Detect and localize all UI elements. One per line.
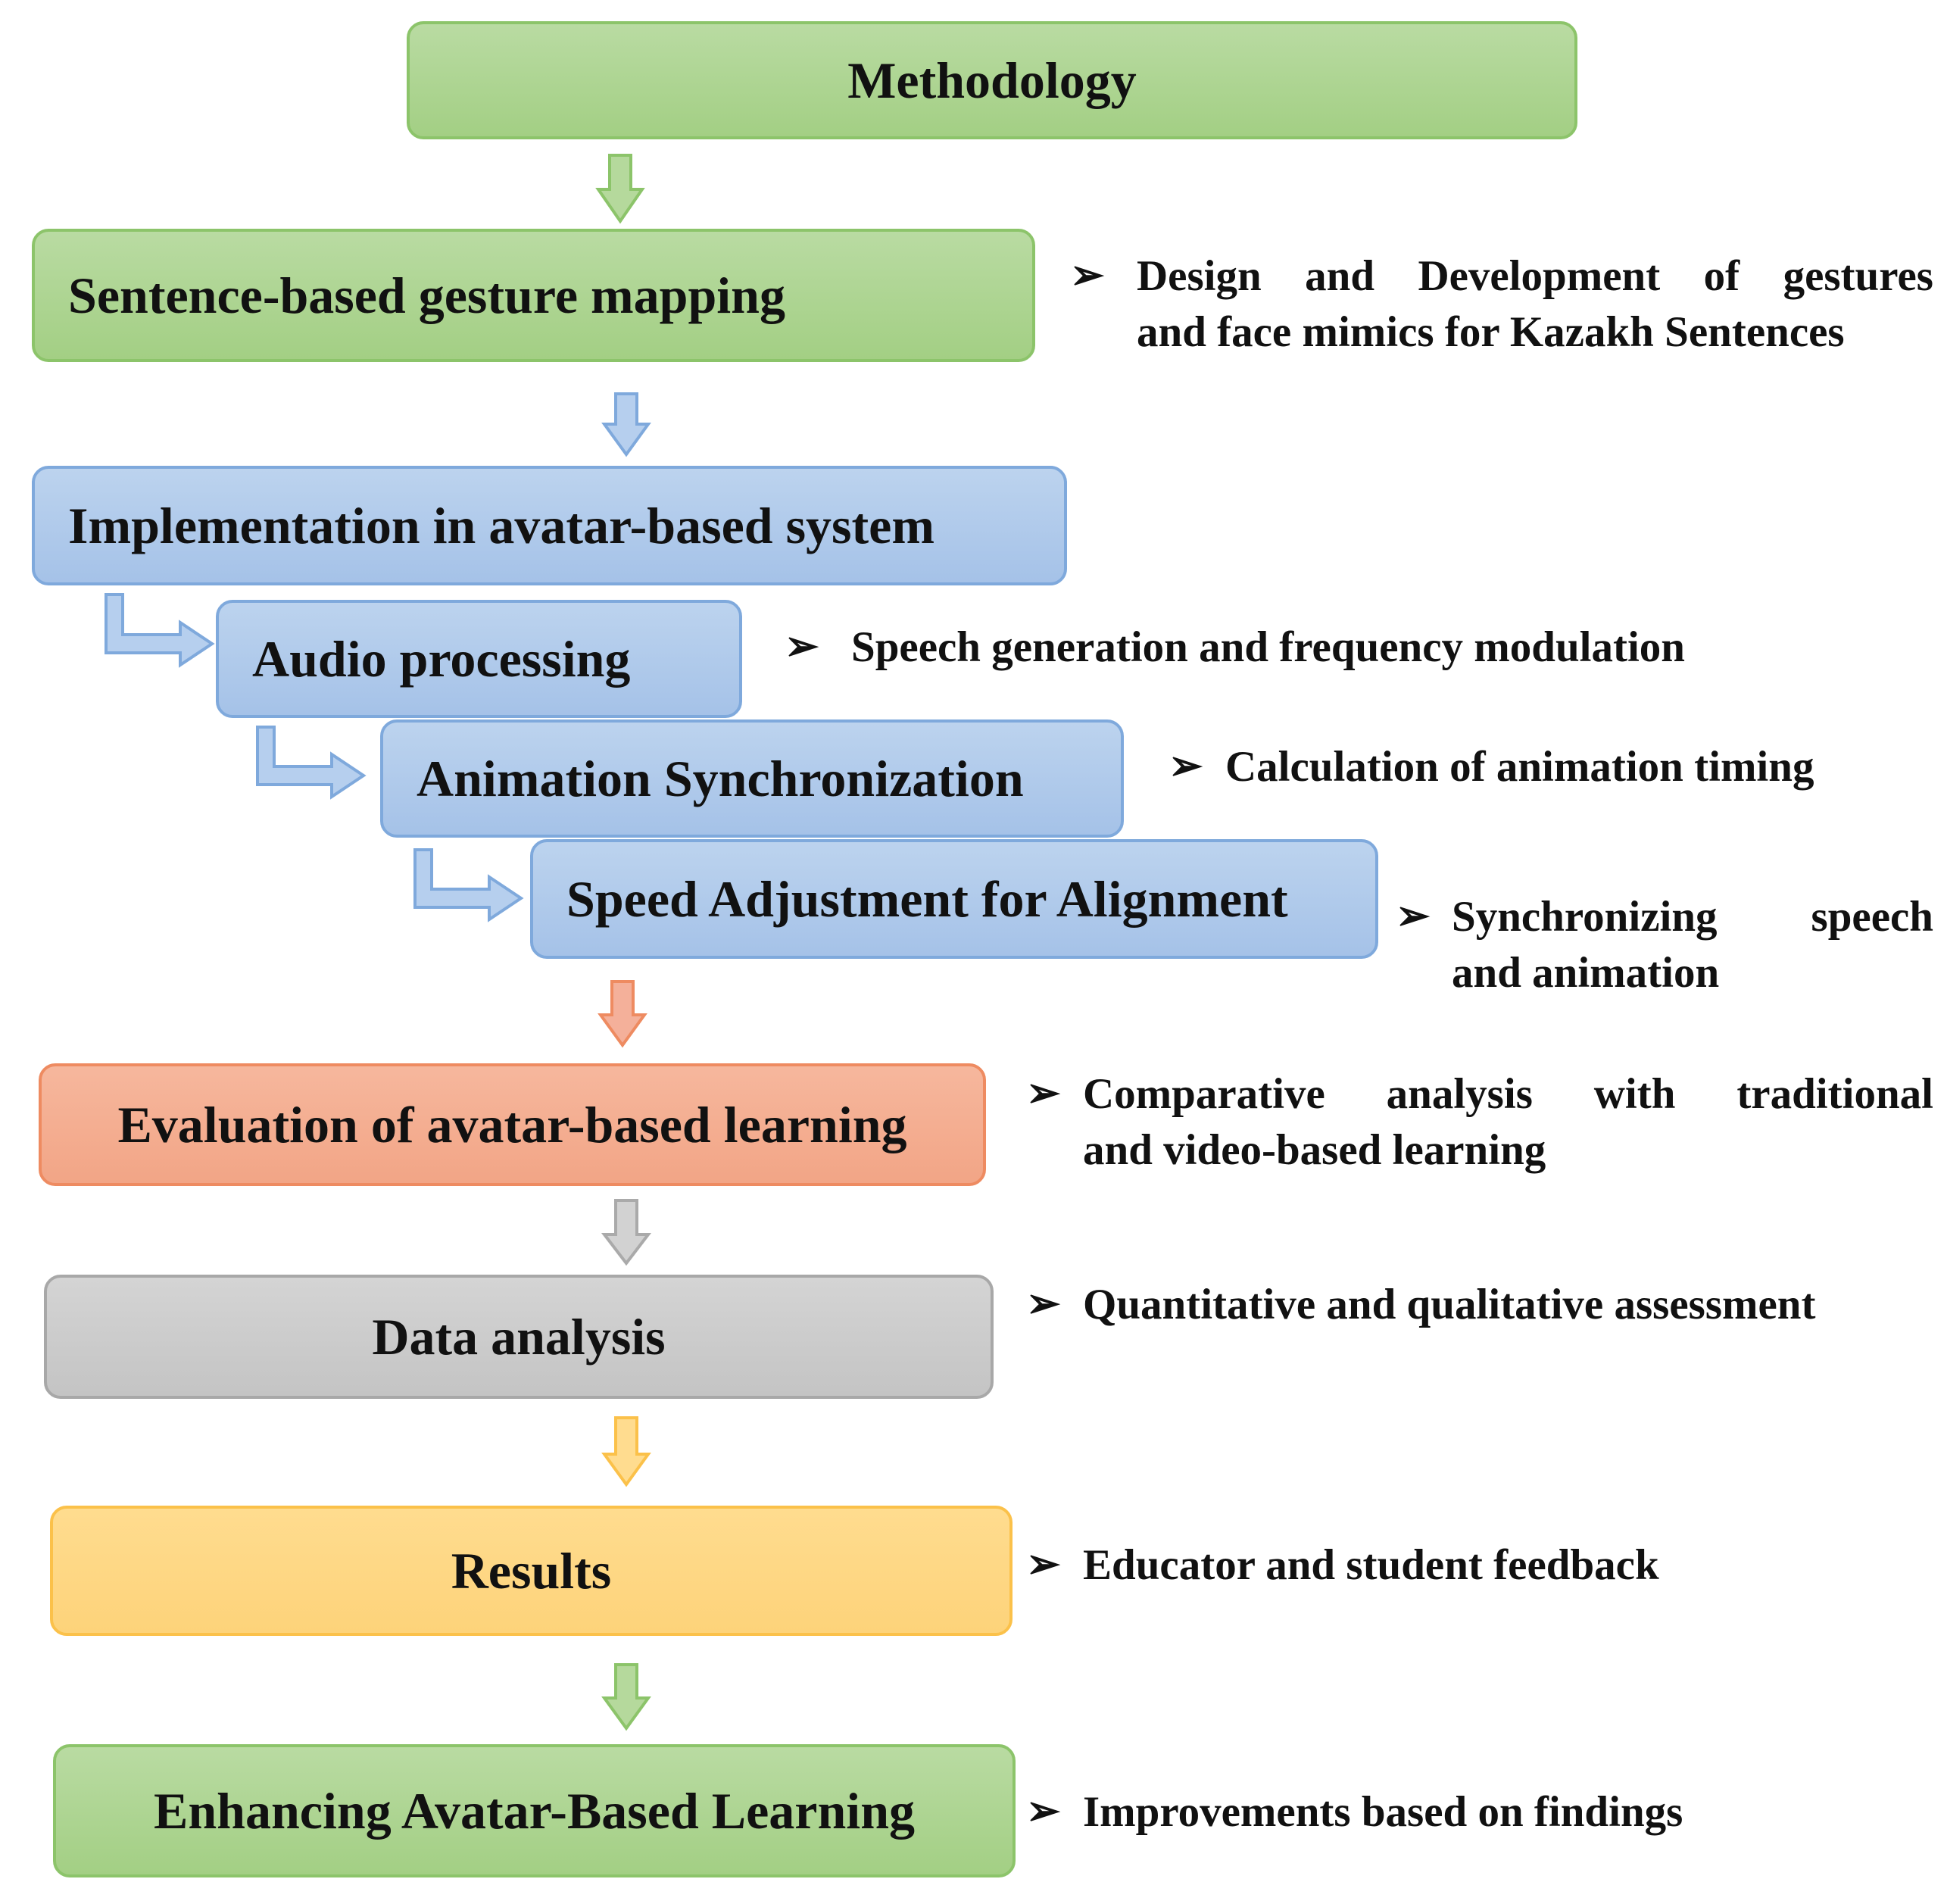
down-arrow-icon bbox=[601, 1663, 651, 1731]
box-audio-processing: Audio processing bbox=[216, 600, 742, 718]
note-line: Comparative analysis with traditional bbox=[1083, 1070, 1933, 1118]
box-speed-adjustment: Speed Adjustment for Alignment bbox=[530, 839, 1378, 959]
elbow-arrow-icon bbox=[105, 593, 215, 668]
down-arrow-icon bbox=[601, 1416, 651, 1487]
box-enhancing: Enhancing Avatar-Based Learning bbox=[53, 1744, 1016, 1877]
note-line: and video-based learning bbox=[1083, 1126, 1546, 1175]
note-speed: ➢ Synchronizing speech and animation bbox=[1396, 889, 1933, 1001]
box-results: Results bbox=[50, 1506, 1013, 1636]
bullet-arrow-icon: ➢ bbox=[785, 623, 819, 669]
box-gesture-mapping: Sentence-based gesture mapping bbox=[32, 229, 1035, 362]
down-arrow-icon bbox=[598, 980, 647, 1048]
note-enhancing: ➢ Improvements based on findings bbox=[1026, 1784, 1935, 1840]
note-text: Speech generation and frequency modulati… bbox=[851, 623, 1686, 671]
elbow-arrow-icon bbox=[256, 726, 367, 800]
note-evaluation: ➢ Comparative analysis with traditional … bbox=[1026, 1066, 1933, 1178]
note-text: Calculation of animation timing bbox=[1225, 743, 1814, 791]
box-evaluation: Evaluation of avatar-based learning bbox=[39, 1063, 986, 1186]
note-results: ➢ Educator and student feedback bbox=[1026, 1537, 1935, 1593]
note-text: Educator and student feedback bbox=[1083, 1541, 1659, 1589]
note-text: Quantitative and qualitative assessment bbox=[1083, 1281, 1816, 1328]
bullet-arrow-icon: ➢ bbox=[1169, 743, 1203, 788]
note-line: and animation bbox=[1452, 949, 1720, 997]
bullet-arrow-icon: ➢ bbox=[1396, 893, 1431, 938]
note-line: and face mimics for Kazakh Sentences bbox=[1137, 308, 1845, 357]
note-line: Synchronizing speech bbox=[1452, 893, 1933, 941]
box-methodology: Methodology bbox=[407, 21, 1577, 139]
note-data-analysis: ➢ Quantitative and qualitative assessmen… bbox=[1026, 1277, 1935, 1333]
down-arrow-icon bbox=[601, 1199, 652, 1266]
bullet-arrow-icon: ➢ bbox=[1026, 1788, 1061, 1834]
bullet-arrow-icon: ➢ bbox=[1026, 1541, 1061, 1587]
note-line: Design and Development of gestures bbox=[1137, 252, 1933, 300]
down-arrow-icon bbox=[601, 392, 651, 457]
bullet-arrow-icon: ➢ bbox=[1026, 1070, 1061, 1116]
box-animation-synchronization: Animation Synchronization bbox=[380, 719, 1124, 838]
bullet-arrow-icon: ➢ bbox=[1070, 252, 1105, 298]
note-text: Improvements based on findings bbox=[1083, 1788, 1683, 1836]
bullet-arrow-icon: ➢ bbox=[1026, 1281, 1061, 1326]
note-animation-sync: ➢ Calculation of animation timing bbox=[1169, 739, 1933, 795]
note-gesture-mapping: ➢ Design and Development of gestures and… bbox=[1070, 248, 1933, 361]
box-data-analysis: Data analysis bbox=[44, 1275, 994, 1399]
down-arrow-icon bbox=[595, 154, 645, 224]
elbow-arrow-icon bbox=[413, 848, 524, 922]
box-implementation: Implementation in avatar-based system bbox=[32, 466, 1067, 585]
note-audio: ➢ Speech generation and frequency modula… bbox=[785, 620, 1936, 676]
